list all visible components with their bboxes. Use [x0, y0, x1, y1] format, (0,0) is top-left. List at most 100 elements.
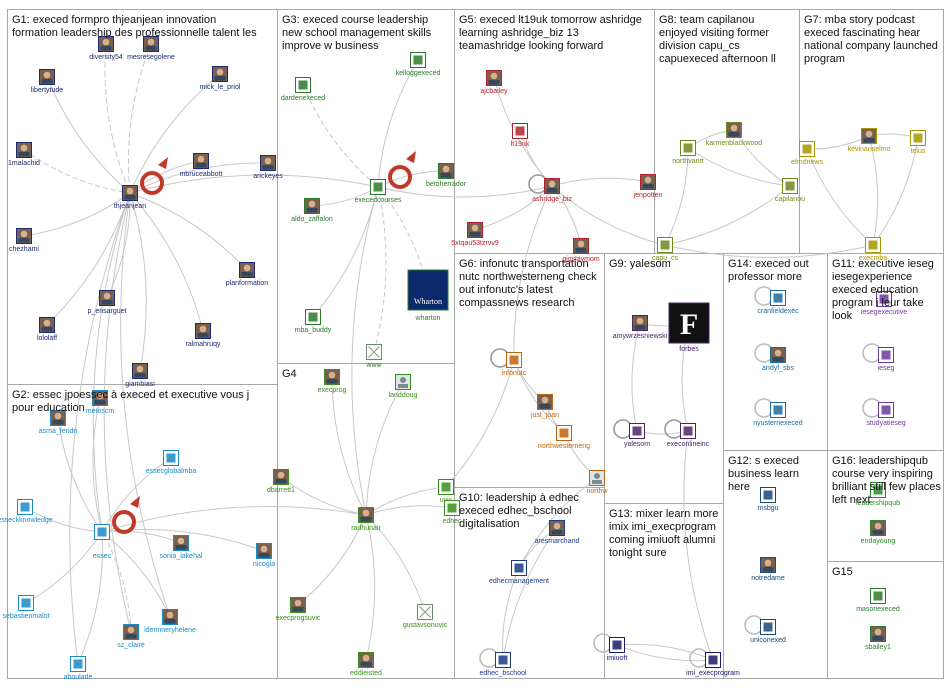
- node-infonutc[interactable]: infonutc: [502, 352, 527, 378]
- node-kelloggexeced[interactable]: kelloggexeced: [396, 52, 441, 78]
- node-thjeanjean[interactable]: thjeanjean: [114, 185, 146, 211]
- node-imi-execprogram[interactable]: imi_execprogram: [686, 652, 740, 678]
- node-label: libertytude: [31, 87, 63, 94]
- node-msbgu[interactable]: msbgu: [757, 487, 779, 513]
- node-diversity54[interactable]: diversity54: [89, 36, 123, 62]
- node-northwesterneng[interactable]: northwesterneng: [538, 425, 590, 451]
- node-label: thjeanjean: [114, 203, 146, 210]
- node-metoscm[interactable]: metoscm: [86, 390, 115, 416]
- node-lololaff[interactable]: lololaff: [37, 317, 57, 343]
- group-title-g16: brilliant still few places: [832, 481, 941, 493]
- node-edhec[interactable]: edhec: [442, 500, 462, 526]
- node-amywrzesniewski[interactable]: amywrzesniewski: [613, 315, 668, 341]
- node-just-joan[interactable]: just_joan: [530, 394, 559, 420]
- node-kevinanselmo[interactable]: kevinanselmo: [848, 128, 891, 154]
- node-libertytude[interactable]: libertytude: [31, 69, 63, 95]
- node-label: karmenblackwood: [706, 140, 763, 147]
- photo-icon: [98, 36, 114, 52]
- node-efmdnews[interactable]: efmdnews: [791, 141, 823, 167]
- node-lt19uk[interactable]: lt19uk: [511, 123, 530, 149]
- node-p-ensarguet[interactable]: p_ensarguet: [88, 290, 127, 316]
- node-execprog[interactable]: execprog: [318, 369, 347, 395]
- node-leadershipqub[interactable]: leadershipqub: [856, 482, 900, 508]
- node-dbarrett1[interactable]: dbarrett1: [267, 469, 295, 495]
- node-studyatieseg[interactable]: studyatieseg: [866, 402, 906, 428]
- node-ieseg[interactable]: ieseg: [878, 347, 895, 373]
- node-planformation[interactable]: planformation: [226, 262, 269, 288]
- photo-icon: [39, 317, 55, 333]
- node-mesresegolene[interactable]: mesresegolene: [127, 36, 175, 62]
- node-execonlineinc[interactable]: execonlineinc: [667, 423, 710, 449]
- node-dardenexeced[interactable]: dardenexeced: [281, 77, 325, 103]
- node-label: capu_cs: [652, 255, 679, 262]
- node-nyusternexeced[interactable]: nyusternexeced: [753, 402, 803, 428]
- node-nicogla[interactable]: nicogla: [253, 543, 275, 569]
- node-edhec-bschool[interactable]: edhec_bschool: [479, 652, 527, 678]
- edge: [513, 185, 553, 361]
- node-aresmarchand[interactable]: aresmarchand: [535, 520, 580, 546]
- node-label: diversity54: [89, 54, 123, 61]
- node-eddieisted[interactable]: eddieisted: [350, 652, 382, 678]
- node-gustavsonuvic[interactable]: gustavsonuvic: [403, 604, 448, 630]
- logo-icon: [295, 77, 311, 93]
- node-sbailey1[interactable]: sbailey1: [865, 626, 891, 652]
- node-uniconexed[interactable]: uniconexed: [750, 619, 786, 645]
- node-giambiasi[interactable]: giambiasi: [125, 363, 155, 389]
- group-title-g3: improve w business: [282, 40, 379, 52]
- node-esseckknowledge[interactable]: esseckknowledge: [0, 499, 53, 525]
- logo-icon: [163, 450, 179, 466]
- node-essecglobalmba[interactable]: essecglobalmba: [146, 450, 197, 476]
- node-iesegexecutive[interactable]: iesegexecutive: [861, 291, 907, 317]
- node-gigslaymom[interactable]: gigslaymom: [562, 238, 600, 264]
- node-ajcbailey[interactable]: ajcbailey: [480, 70, 508, 96]
- node-sonia-lakehal[interactable]: sonia_lakehal: [160, 535, 203, 561]
- node-betoherrador[interactable]: betoherrador: [426, 163, 467, 189]
- node-endayoung[interactable]: endayoung: [861, 520, 896, 546]
- photo-icon: [173, 535, 189, 551]
- photo-icon: [544, 178, 560, 194]
- node-yalesom[interactable]: yalesom: [624, 423, 650, 449]
- node-jenpotten[interactable]: jenpotten: [633, 174, 663, 200]
- node-landdoug[interactable]: landdoug: [389, 374, 418, 400]
- node-sebastienmalot[interactable]: sebastienmalot: [2, 595, 50, 621]
- node-andyf-sbs[interactable]: andyf_sbs: [762, 347, 794, 373]
- node-mbruceabbott[interactable]: mbruceabbott: [180, 153, 223, 179]
- group-title-g13: tonight sure: [609, 547, 666, 559]
- node-aldo-zaffalon[interactable]: aldo_zaffalon: [291, 198, 333, 224]
- node-label: edhec_bschool: [479, 670, 527, 677]
- node-northw[interactable]: northw: [586, 470, 608, 496]
- node-radhunair[interactable]: radhunair: [351, 507, 381, 533]
- node-sz-claire[interactable]: sz_claire: [117, 624, 145, 650]
- node-karmenblackwood[interactable]: karmenblackwood: [706, 122, 763, 148]
- node-ashridge-biz[interactable]: ashridge_biz: [532, 178, 572, 204]
- node-mba-buddy[interactable]: mba_buddy: [295, 309, 332, 335]
- node-label: landdoug: [389, 392, 418, 399]
- node-capu-cs[interactable]: capu_cs: [652, 237, 679, 263]
- node-northvanrt[interactable]: northvanrt: [672, 140, 704, 166]
- node-chezhami[interactable]: chezhami: [9, 228, 39, 254]
- node-imiuoft[interactable]: imiuoft: [607, 637, 628, 663]
- node-asma-fendri[interactable]: asma_fendri: [39, 410, 78, 436]
- node-cranfieldexec[interactable]: cranfieldexec: [757, 290, 799, 316]
- node-idennneryhelene[interactable]: idennneryhelene: [144, 609, 196, 635]
- node-notredame[interactable]: notredame: [751, 557, 785, 583]
- node-5xtqau53tzrvv9[interactable]: 5xtqau53tzrvv9: [451, 222, 499, 248]
- node-label: studyatieseg: [866, 420, 905, 427]
- node-telus[interactable]: telus: [910, 130, 926, 156]
- node-arickeyes[interactable]: arickeyes: [253, 155, 283, 181]
- node-www[interactable]: www: [365, 344, 383, 370]
- logo-icon: [910, 130, 926, 146]
- node-capilanou[interactable]: capilanou: [775, 178, 805, 204]
- node-execmba[interactable]: execmba: [859, 237, 888, 263]
- node-essec[interactable]: essec: [93, 524, 112, 561]
- node-execprogsuvic[interactable]: execprogsuvic: [276, 597, 321, 623]
- node-1malachid[interactable]: 1malachid: [8, 142, 40, 168]
- node-execedcourses[interactable]: execedcourses: [354, 179, 402, 205]
- node-mick-le-priol[interactable]: mick_le_priol: [200, 66, 241, 92]
- node-edhecmanagement[interactable]: edhecmanagement: [489, 560, 549, 586]
- node-aboulade[interactable]: aboulade: [64, 656, 93, 682]
- node-masonexeced[interactable]: masonexeced: [856, 588, 900, 614]
- node-ralmahruqy[interactable]: ralmahruqy: [185, 323, 221, 349]
